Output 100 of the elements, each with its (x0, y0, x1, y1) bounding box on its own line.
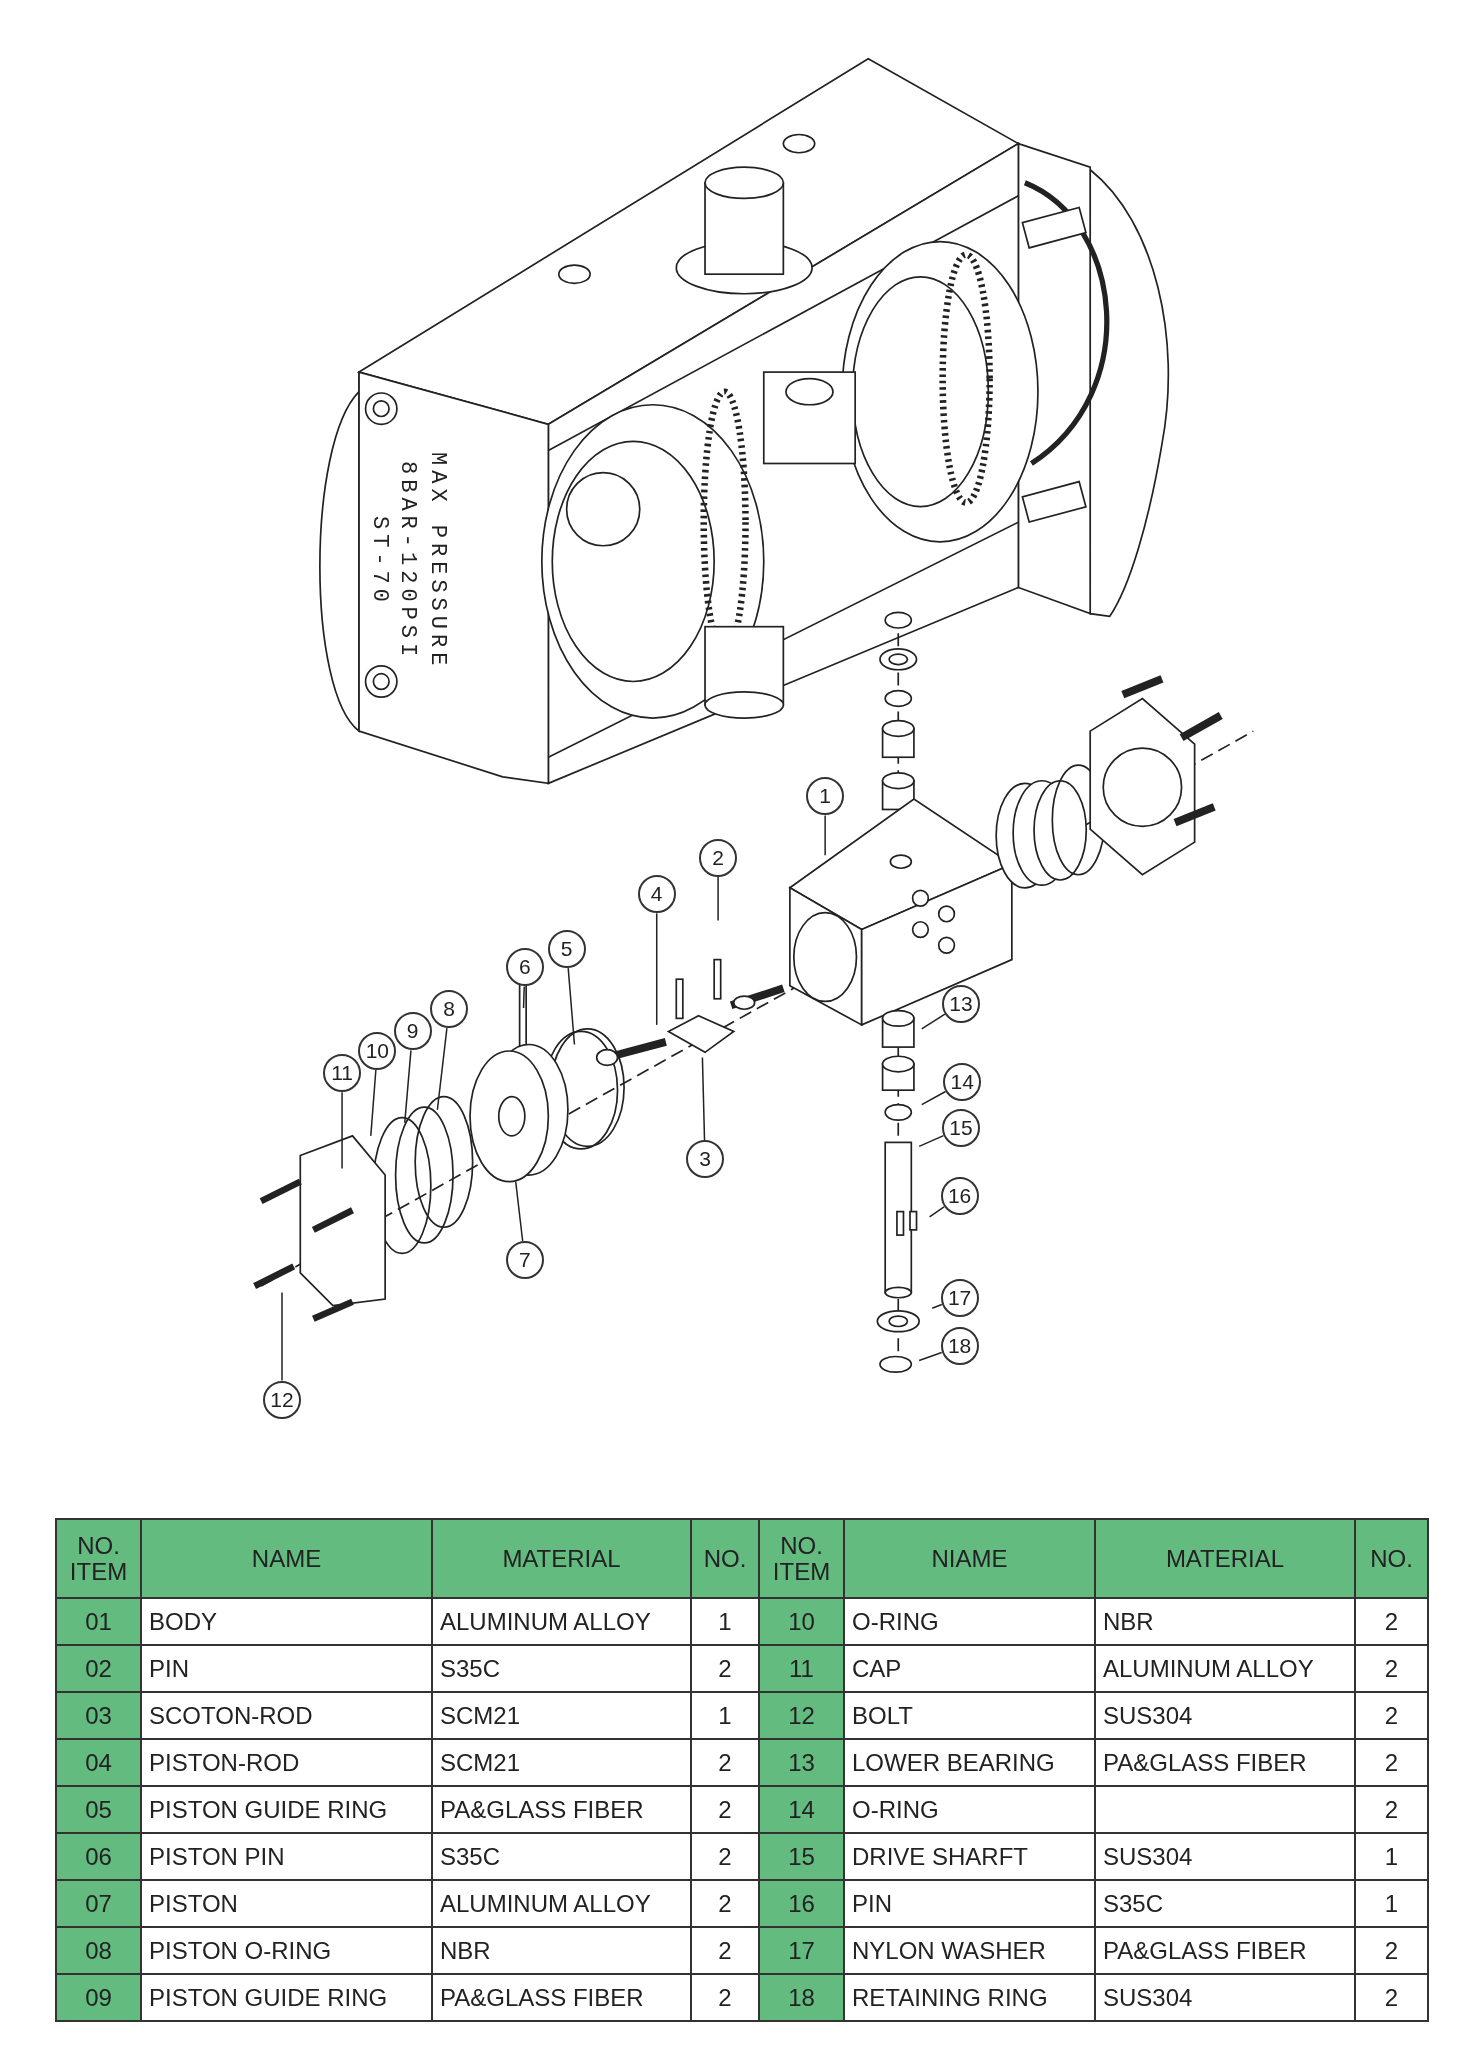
callout-number: 8 (430, 990, 469, 1029)
part-name: PISTON-ROD (141, 1739, 432, 1786)
item-number: 17 (759, 1927, 844, 1974)
quantity: 2 (1355, 1598, 1428, 1645)
quantity: 2 (1355, 1692, 1428, 1739)
leader-line (921, 1013, 946, 1030)
material: PA&GLASS FIBER (432, 1974, 691, 2021)
part-name: NYLON WASHER (844, 1927, 1095, 1974)
part-name: PISTON O-RING (141, 1927, 432, 1974)
callout-number: 16 (940, 1176, 979, 1215)
part-name: PIN (844, 1880, 1095, 1927)
part-name: PISTON GUIDE RING (141, 1974, 432, 2021)
material: SCM21 (432, 1692, 691, 1739)
leader-line (281, 1291, 283, 1382)
callout-number: 1 (806, 777, 845, 816)
leader-line (717, 876, 719, 922)
material: PA&GLASS FIBER (1095, 1739, 1355, 1786)
nameplate-text: 8BAR-120PSI (395, 461, 419, 662)
callout-number: 17 (940, 1278, 979, 1317)
column-header: NAME (141, 1519, 432, 1598)
leader-line (918, 1351, 943, 1362)
leader-line (921, 1090, 947, 1106)
material: SUS304 (1095, 1833, 1355, 1880)
leader-line (655, 912, 658, 1026)
leader-line (701, 1056, 706, 1142)
material: ALUMINUM ALLOY (432, 1880, 691, 1927)
material: ALUMINUM ALLOY (432, 1598, 691, 1645)
callout-number: 6 (505, 948, 544, 987)
item-number: 10 (759, 1598, 844, 1645)
callout-number: 9 (393, 1012, 432, 1051)
part-name: LOWER BEARING (844, 1739, 1095, 1786)
item-number: 13 (759, 1739, 844, 1786)
leader-line (436, 1027, 448, 1111)
column-header: NO. (1355, 1519, 1428, 1598)
quantity: 1 (1355, 1880, 1428, 1927)
quantity: 2 (1355, 1974, 1428, 2021)
callout-number: 2 (699, 838, 738, 877)
item-number: 14 (759, 1786, 844, 1833)
column-header: MATERIAL (1095, 1519, 1355, 1598)
item-number: 04 (56, 1739, 141, 1786)
leader-line (918, 1134, 945, 1148)
callout-number: 15 (941, 1109, 980, 1148)
part-name: DRIVE SHARFT (844, 1833, 1095, 1880)
leader-line (514, 1180, 524, 1242)
item-number: 09 (56, 1974, 141, 2021)
leader-line (522, 985, 525, 1009)
item-number: 07 (56, 1880, 141, 1927)
part-name: SCOTON-ROD (141, 1692, 432, 1739)
part-name: BOLT (844, 1692, 1095, 1739)
part-name: O-RING (844, 1786, 1095, 1833)
material: S35C (432, 1833, 691, 1880)
quantity: 2 (1355, 1645, 1428, 1692)
material: NBR (1095, 1598, 1355, 1645)
item-number: 01 (56, 1598, 141, 1645)
item-number: 05 (56, 1786, 141, 1833)
callout-number: 5 (547, 930, 586, 969)
part-name: PISTON (141, 1880, 432, 1927)
material: S35C (1095, 1880, 1355, 1927)
quantity: 1 (1355, 1833, 1428, 1880)
leader-line (931, 1303, 943, 1309)
column-header: MATERIAL (432, 1519, 691, 1598)
material: S35C (432, 1645, 691, 1692)
item-number: 08 (56, 1927, 141, 1974)
item-number: 03 (56, 1692, 141, 1739)
part-name: PISTON PIN (141, 1833, 432, 1880)
column-header: NO. ITEM (759, 1519, 844, 1598)
nameplate-text: MAX PRESSURE (425, 452, 449, 671)
material: NBR (432, 1927, 691, 1974)
callout-number: 14 (943, 1063, 982, 1102)
part-name: RETAINING RING (844, 1974, 1095, 2021)
leader-line (404, 1049, 412, 1124)
item-number: 06 (56, 1833, 141, 1880)
leader-line (370, 1069, 377, 1137)
callout-number: 18 (940, 1327, 979, 1366)
material: PA&GLASS FIBER (432, 1786, 691, 1833)
leader-line (928, 1206, 945, 1218)
callout-number: 12 (263, 1380, 301, 1419)
column-header: NO. (691, 1519, 759, 1598)
material: PA&GLASS FIBER (1095, 1927, 1355, 1974)
part-name: CAP (844, 1645, 1095, 1692)
material: SUS304 (1095, 1692, 1355, 1739)
item-number: 18 (759, 1974, 844, 2021)
callout-number: 11 (323, 1054, 362, 1093)
item-number: 16 (759, 1880, 844, 1927)
nameplate-text: ST-70 (367, 515, 391, 607)
item-number: 11 (759, 1645, 844, 1692)
part-name: O-RING (844, 1598, 1095, 1645)
material: SCM21 (432, 1739, 691, 1786)
quantity: 2 (1355, 1786, 1428, 1833)
callout-number: 10 (358, 1032, 397, 1070)
column-header: NIAME (844, 1519, 1095, 1598)
material: SUS304 (1095, 1974, 1355, 2021)
quantity: 2 (1355, 1739, 1428, 1786)
item-number: 15 (759, 1833, 844, 1880)
material: ALUMINUM ALLOY (1095, 1645, 1355, 1692)
leader-line (341, 1091, 343, 1170)
callout-number: 3 (686, 1140, 724, 1179)
column-header: NO. ITEM (56, 1519, 141, 1598)
part-name: BODY (141, 1598, 432, 1645)
callout-number: 13 (941, 985, 980, 1023)
